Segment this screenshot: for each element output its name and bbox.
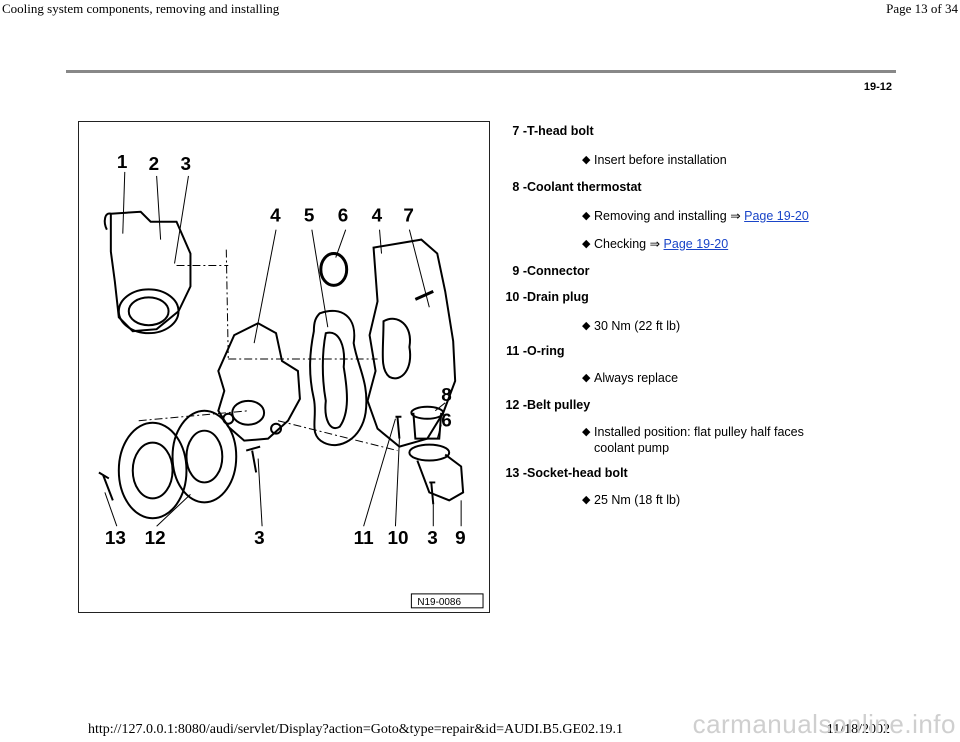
legend-note: ◆25 Nm (18 ft lb) — [582, 493, 681, 507]
bullet-icon: ◆ — [582, 154, 591, 166]
legend-note: ◆Insert before installation — [582, 153, 727, 167]
legend-note: ◆Checking ⇒ Page 19-20 — [582, 237, 729, 251]
legend-label: Belt pulley — [527, 398, 591, 412]
bullet-icon: ◆ — [582, 494, 591, 506]
callout: 10 — [387, 528, 408, 549]
footer-date: 11/18/2002 — [826, 722, 890, 737]
callout: 4 — [270, 206, 281, 227]
legend-item: 12 - Belt pulley — [505, 398, 591, 412]
legend-item: 13 - Socket-head bolt — [505, 466, 628, 480]
callout: 7 — [403, 206, 414, 227]
legend-label: Drain plug — [527, 290, 589, 304]
exploded-view-diagram: 1 2 3 4 5 6 4 7 8 6 13 12 3 11 10 3 9 N1… — [78, 121, 490, 613]
figure-code: N19-0086 — [417, 597, 461, 608]
callout: 13 — [105, 528, 126, 549]
legend-number: 11 - — [506, 344, 527, 358]
legend-note: ◆30 Nm (22 ft lb) — [582, 319, 681, 333]
callout: 6 — [338, 206, 349, 227]
callout: 3 — [181, 154, 192, 175]
legend-note: ◆Always replace — [582, 371, 679, 385]
callout: 2 — [149, 154, 160, 175]
legend-note: ◆Removing and installing ⇒ Page 19-20 — [582, 209, 809, 223]
header-rule — [66, 70, 896, 73]
callout: 5 — [304, 206, 315, 227]
bullet-icon: ◆ — [582, 320, 591, 332]
document-title: Cooling system components, removing and … — [2, 1, 280, 16]
callout: 6 — [441, 411, 452, 432]
footer-url: http://127.0.0.1:8080/audi/servlet/Displ… — [88, 722, 623, 737]
legend-label: Coolant thermostat — [527, 180, 642, 194]
callout: 4 — [372, 206, 383, 227]
callout: 3 — [427, 528, 438, 549]
section-page-number: 19-12 — [863, 81, 892, 93]
legend-note: ◆Installed position: flat pulley half fa… — [582, 425, 804, 455]
legend-label: Connector — [527, 264, 590, 278]
legend-label: Socket-head bolt — [527, 466, 628, 480]
page-indicator: Page 13 of 34 — [886, 1, 958, 16]
bullet-icon: ◆ — [582, 372, 591, 384]
legend-item: 8 - Coolant thermostat — [512, 180, 642, 194]
diagram-drawing: 1 2 3 4 5 6 4 7 8 6 13 12 3 11 10 3 9 N1… — [98, 152, 484, 609]
callout: 12 — [145, 528, 166, 549]
watermark: carmanualsonline.info — [692, 709, 956, 739]
legend-label: T-head bolt — [527, 124, 594, 138]
legend-item: 11 - O-ring — [506, 344, 565, 358]
page-link[interactable]: Page 19-20 — [663, 237, 729, 251]
bullet-icon: ◆ — [582, 426, 591, 438]
legend-number: 7 - — [512, 124, 527, 138]
bullet-icon: ◆ — [582, 238, 591, 250]
legend-item: 9 - Connector — [512, 264, 590, 278]
legend-number: 13 - — [505, 466, 527, 480]
legend-number: 12 - — [505, 398, 527, 412]
callout: 1 — [117, 152, 128, 173]
legend-number: 9 - — [512, 264, 527, 278]
legend-label: O-ring — [527, 344, 565, 358]
callout: 9 — [455, 528, 466, 549]
callout: 8 — [441, 385, 452, 406]
page-link[interactable]: Page 19-20 — [744, 209, 809, 223]
legend-number: 10 - — [505, 290, 527, 304]
callout: 3 — [254, 528, 265, 549]
callout: 11 — [354, 528, 374, 549]
legend-item: 10 - Drain plug — [505, 290, 589, 304]
legend-item: 7 - T-head bolt — [512, 124, 594, 138]
legend-number: 8 - — [512, 180, 527, 194]
bullet-icon: ◆ — [582, 210, 591, 222]
